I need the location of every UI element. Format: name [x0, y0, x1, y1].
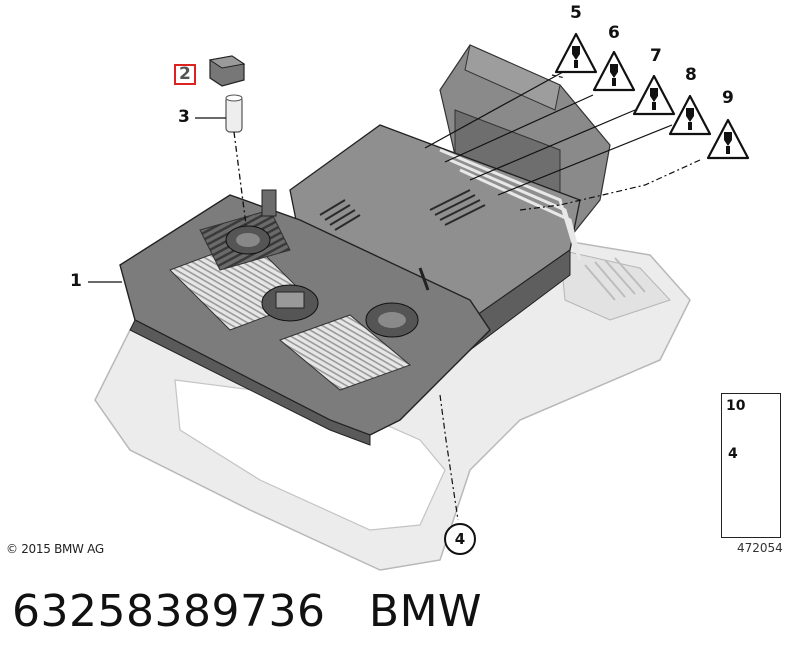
- callout-9: 9: [722, 88, 734, 108]
- base-plate: [119, 189, 491, 446]
- diagram-number: 472054: [737, 541, 783, 555]
- warning-triangle-icon-7: [632, 74, 676, 116]
- callout-3: 3: [178, 107, 190, 127]
- legend-box: 10 4: [721, 393, 781, 538]
- legend-item-4: 4: [728, 446, 738, 462]
- callout-1: 1: [70, 271, 82, 291]
- warning-triangle-icon-9: [706, 118, 750, 160]
- warning-triangle-icon-8: [668, 94, 712, 136]
- cap-part: [208, 55, 246, 87]
- copyright: © 2015 BMW AG: [6, 542, 104, 556]
- part-number: 63258389736: [12, 586, 326, 637]
- callout-2: 2: [174, 64, 196, 85]
- warning-triangles: [554, 32, 750, 160]
- sleeve-part: [225, 94, 247, 226]
- callout-4-circled: 4: [444, 523, 476, 555]
- callout-6: 6: [608, 23, 620, 43]
- brand: BMW: [368, 586, 483, 637]
- leader-lines: [88, 71, 701, 521]
- callout-5: 5: [570, 3, 582, 23]
- warning-triangle-icon-6: [592, 50, 636, 92]
- warning-triangle-icon-5: [554, 32, 598, 74]
- callout-8: 8: [685, 65, 697, 85]
- part-number-line: 63258389736 BMW: [12, 586, 482, 637]
- legend-item-10: 10: [726, 398, 746, 414]
- callout-7: 7: [650, 46, 662, 66]
